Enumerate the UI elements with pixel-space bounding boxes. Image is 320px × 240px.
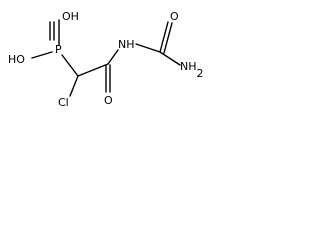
bond-ch-co bbox=[77, 63, 109, 77]
label-oh-top: OH bbox=[62, 10, 79, 23]
label-cl: Cl bbox=[58, 96, 69, 109]
label-p: P bbox=[55, 43, 62, 56]
molecule-canvas: OH HO P Cl O NH O NH2 bbox=[0, 0, 215, 120]
bond-urea-co-double-1 bbox=[159, 21, 169, 53]
label-nh2-subscript: 2 bbox=[197, 67, 204, 80]
bond-ch-cl bbox=[69, 75, 79, 97]
bond-p-ch bbox=[61, 54, 79, 77]
bond-c-nh bbox=[107, 49, 119, 65]
label-nh: NH bbox=[118, 38, 135, 51]
label-nh2-base: NH bbox=[180, 60, 197, 73]
label-nh2: NH2 bbox=[180, 60, 204, 80]
bond-urea-c-nh2 bbox=[159, 51, 181, 66]
bond-p-ho bbox=[31, 51, 53, 59]
molecule-structure: OH HO P Cl O NH O NH2 bbox=[8, 10, 204, 109]
label-o-bottom: O bbox=[104, 94, 113, 107]
bond-urea-co-double-2 bbox=[163, 22, 173, 54]
label-o-top-right: O bbox=[170, 10, 179, 23]
bond-nh-c bbox=[135, 43, 161, 53]
label-ho-left: HO bbox=[8, 53, 25, 66]
